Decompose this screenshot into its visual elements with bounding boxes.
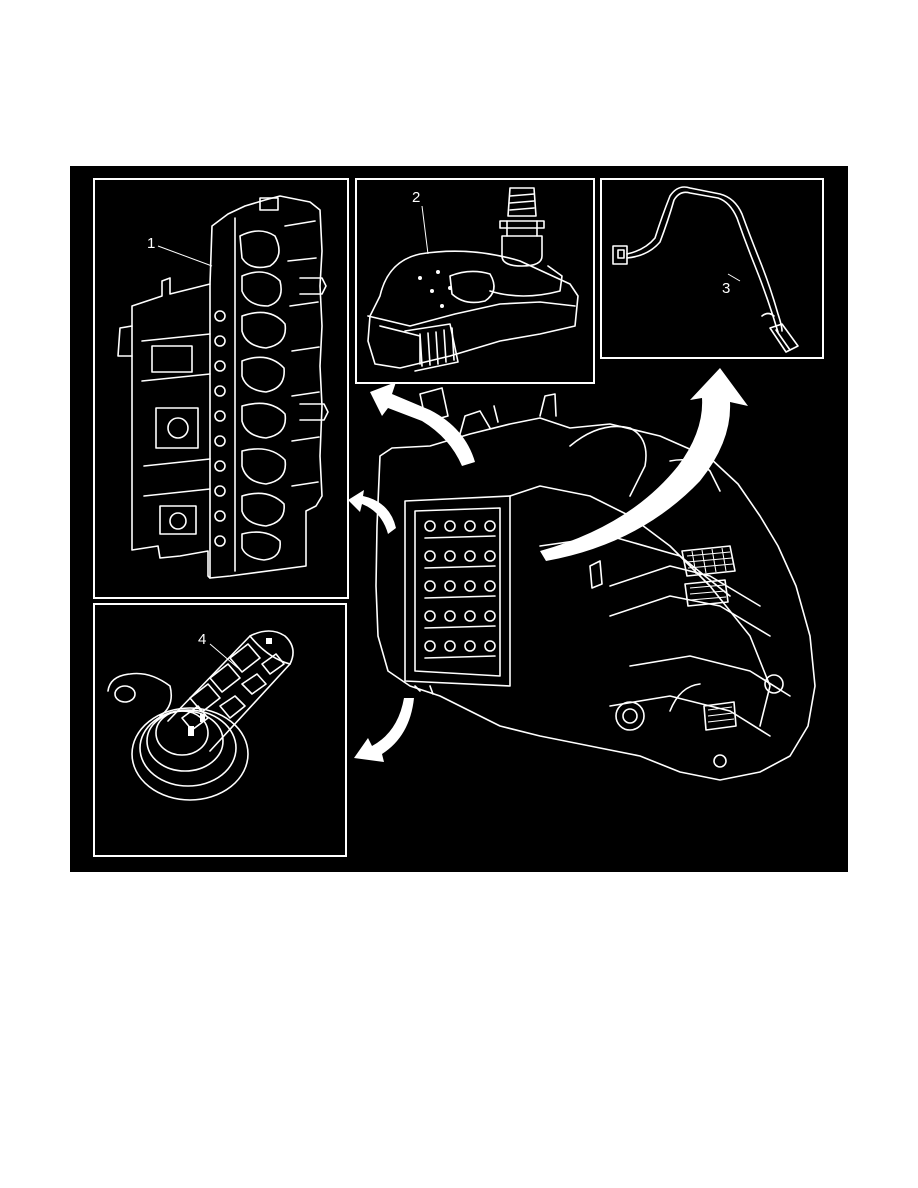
callout-4: 4 (198, 631, 206, 648)
diagram-canvas: 1 2 (93, 178, 824, 857)
arrow-to-range-switch (370, 382, 475, 466)
arrow-to-speed-sensor (540, 368, 748, 561)
leader-line-1 (157, 245, 213, 267)
callout-2: 2 (412, 189, 420, 206)
callout-1: 1 (147, 235, 155, 252)
inset-solenoid: 4 (93, 603, 347, 857)
inset-3-frame (600, 178, 824, 359)
inset-range-switch: 2 (355, 178, 595, 384)
leader-line-4 (209, 643, 239, 669)
transmission-assembly-illustration (375, 387, 816, 781)
valve-body-illustration (117, 195, 329, 579)
arrow-to-valve-body (348, 490, 396, 534)
speed-sensor-illustration (612, 186, 799, 353)
inset-speed-sensor: 3 (600, 178, 824, 359)
inset-1-frame (93, 178, 349, 599)
solenoid-illustration (107, 630, 294, 801)
arrow-to-solenoid (354, 698, 414, 762)
inset-4-frame (93, 603, 347, 857)
callout-3: 3 (722, 280, 730, 297)
exploded-view-arrows (348, 368, 748, 762)
leader-line-3 (727, 273, 741, 282)
range-switch-illustration (367, 187, 579, 372)
inset-2-frame (355, 178, 595, 384)
inset-valve-body: 1 (93, 178, 349, 599)
exploded-diagram: 1 2 (70, 166, 848, 872)
leader-line-2 (421, 205, 429, 255)
